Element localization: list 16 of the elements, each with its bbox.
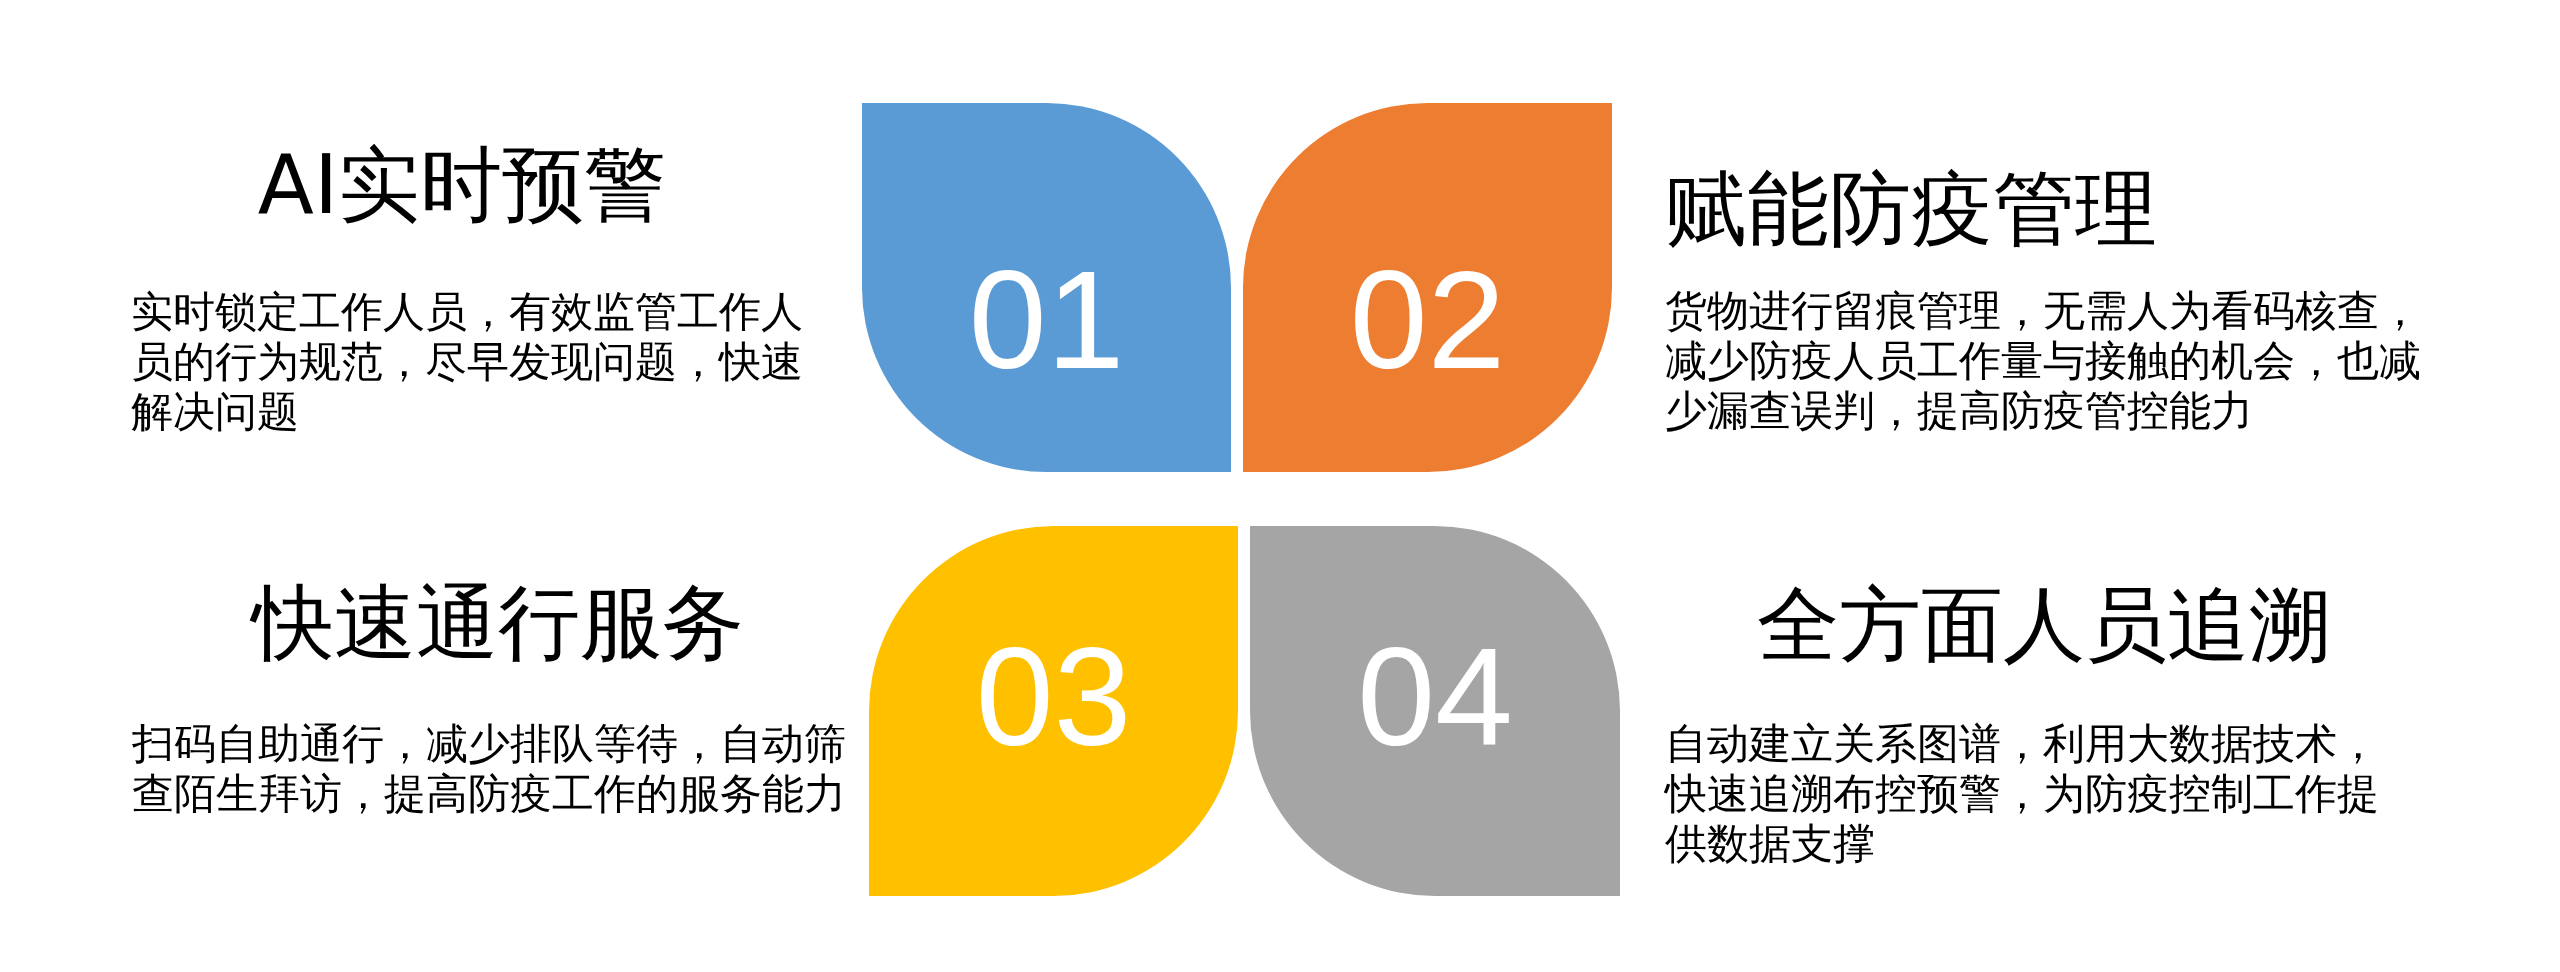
section-heading: 快速通行服务 [252,574,744,672]
petal [1250,526,1620,896]
petal [862,103,1231,472]
section-heading: AI实时预警 [257,136,667,234]
step-number: 03 [975,627,1132,767]
description-text: 自动建立关系图谱，利用大数据技术，快速追溯布控预警，为防疫控制工作提供数据支撑 [1665,719,2380,869]
petal [1243,103,1612,472]
step-number: 04 [1357,627,1513,767]
description-text: 实时锁定工作人员，有效监管工作人员的行为规范，尽早发现问题，快速解决问题 [131,287,804,437]
section-heading: 赋能防疫管理 [1665,160,2157,258]
petal [869,526,1238,896]
step-number: 02 [1349,250,1506,390]
description-text: 货物进行留痕管理，无需人为看码核查，减少防疫人员工作量与接触的机会，也减少漏查误判，提高防疫管控能力 [1665,286,2422,436]
description-text: 扫码自助通行，减少排队等待，自动筛查陌生拜访，提高防疫工作的服务能力 [132,719,847,819]
step-number: 01 [968,250,1125,390]
section-heading: 全方面人员追溯 [1757,576,2331,674]
